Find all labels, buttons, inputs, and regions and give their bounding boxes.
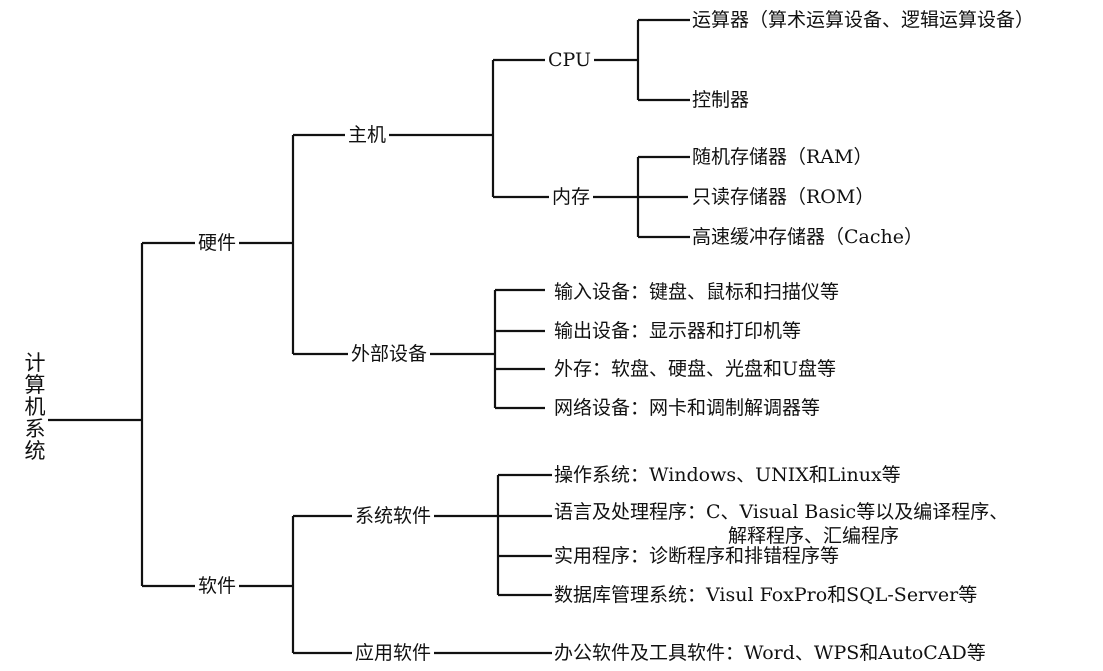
leaf-network-devices: 网络设备：网卡和调制解调器等 <box>554 397 821 419</box>
leaf-operating-system: 操作系统：Windows、UNIX和Linux等 <box>554 464 901 486</box>
node-cpu: CPU <box>545 49 595 71</box>
leaf-office-software: 办公软件及工具软件：Word、WPS和AutoCAD等 <box>554 642 986 664</box>
leaf-output-devices: 输出设备：显示器和打印机等 <box>554 320 802 342</box>
leaf-controller: 控制器 <box>692 89 750 111</box>
node-host: 主机 <box>345 124 390 146</box>
leaf-language-processors-line1: 语言及处理程序：C、Visual Basic等以及编译程序、 <box>554 501 1009 523</box>
node-peripherals: 外部设备 <box>348 343 431 365</box>
leaf-rom: 只读存储器（ROM） <box>692 186 875 208</box>
leaf-cache: 高速缓冲存储器（Cache） <box>692 226 923 248</box>
node-hardware: 硬件 <box>195 232 240 254</box>
leaf-utilities: 实用程序：诊断程序和排错程序等 <box>554 545 840 567</box>
leaf-alu: 运算器（算术运算设备、逻辑运算设备） <box>692 9 1035 31</box>
node-application-software: 应用软件 <box>352 642 435 664</box>
root-node: 计算机系统 <box>24 351 46 463</box>
leaf-language-processors-line2: 解释程序、汇编程序 <box>728 525 900 547</box>
leaf-ram: 随机存储器（RAM） <box>692 146 873 168</box>
leaf-dbms: 数据库管理系统：Visul FoxPro和SQL-Server等 <box>554 584 978 606</box>
node-system-software: 系统软件 <box>352 505 435 527</box>
node-software: 软件 <box>195 575 240 597</box>
node-memory: 内存 <box>549 186 594 208</box>
leaf-external-storage: 外存：软盘、硬盘、光盘和U盘等 <box>554 358 837 380</box>
leaf-input-devices: 输入设备：键盘、鼠标和扫描仪等 <box>554 281 840 303</box>
leaf-language-processors: 语言及处理程序：C、Visual Basic等以及编译程序、 解释程序、汇编程序 <box>554 500 1008 548</box>
